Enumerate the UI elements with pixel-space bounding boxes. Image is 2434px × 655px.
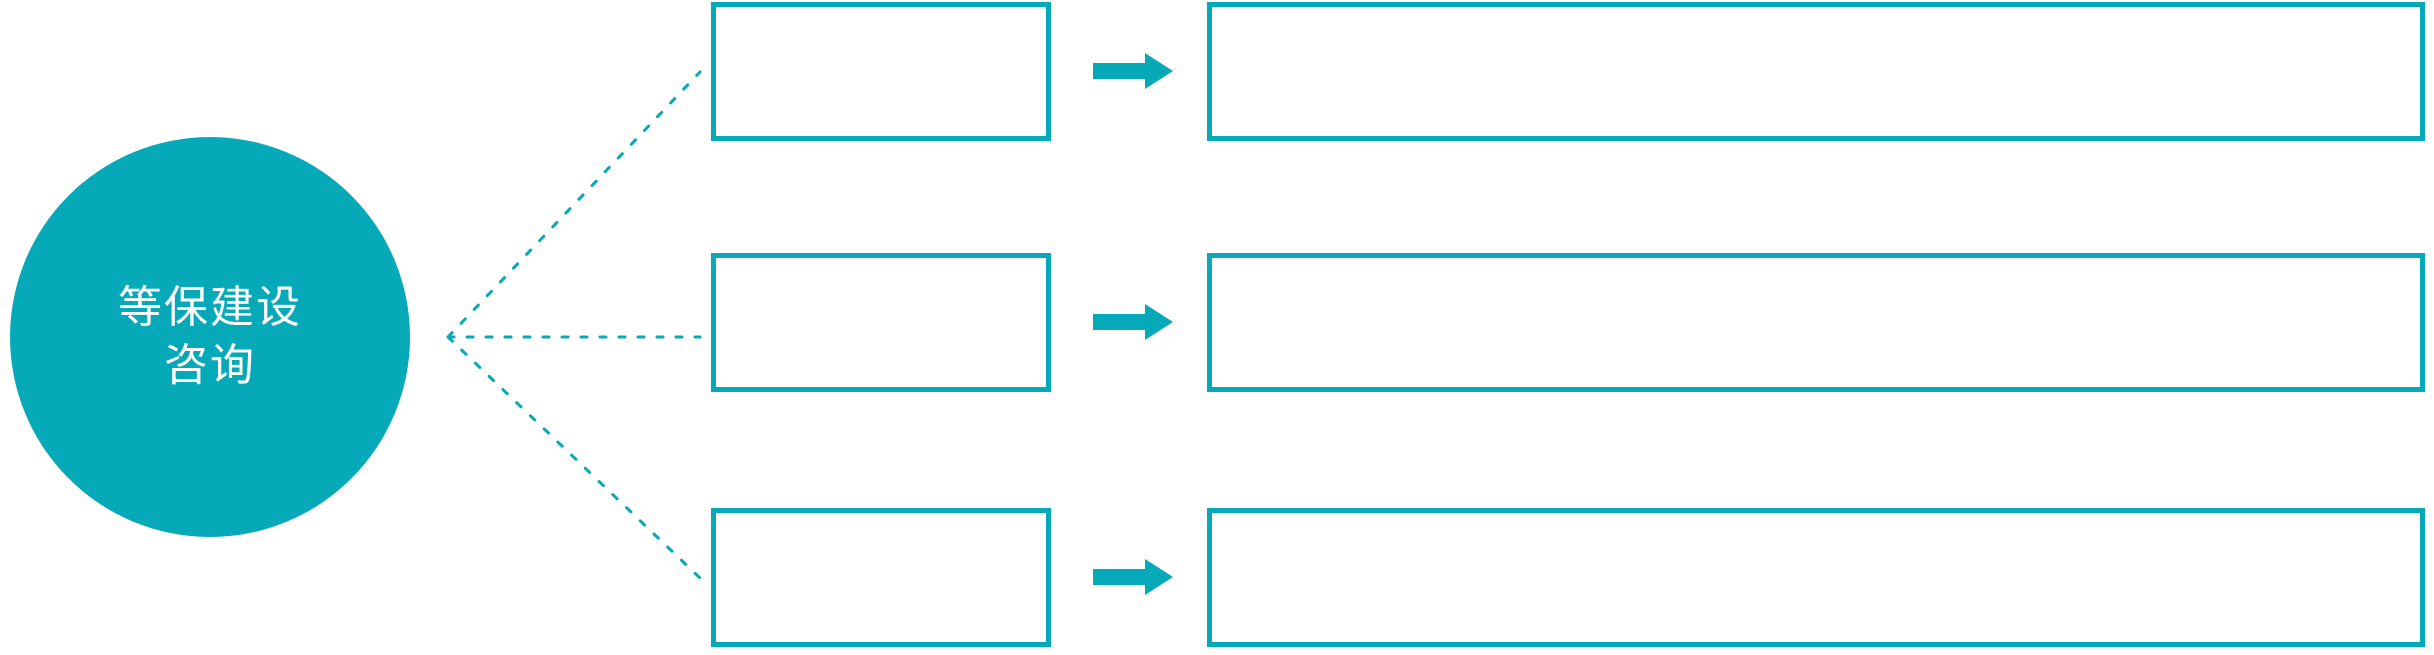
hub-label-line-2: 咨询 (164, 341, 256, 390)
stage-box-1[interactable] (711, 2, 1051, 141)
hub-label-line-1: 等保建设 (118, 282, 302, 332)
diagram-row (0, 253, 2434, 392)
stage-box-2[interactable] (711, 253, 1051, 392)
arrow-right-icon (1093, 304, 1173, 340)
arrow-right-icon (1093, 53, 1173, 89)
detail-box-2[interactable] (1207, 253, 2425, 392)
hub-circle[interactable]: 等保建设 咨询 (10, 137, 410, 537)
stage-box-3[interactable] (711, 508, 1051, 647)
detail-box-1[interactable] (1207, 2, 2425, 141)
detail-box-3[interactable] (1207, 508, 2425, 647)
diagram-row (0, 508, 2434, 647)
diagram-row (0, 2, 2434, 141)
arrow-right-icon (1093, 559, 1173, 595)
